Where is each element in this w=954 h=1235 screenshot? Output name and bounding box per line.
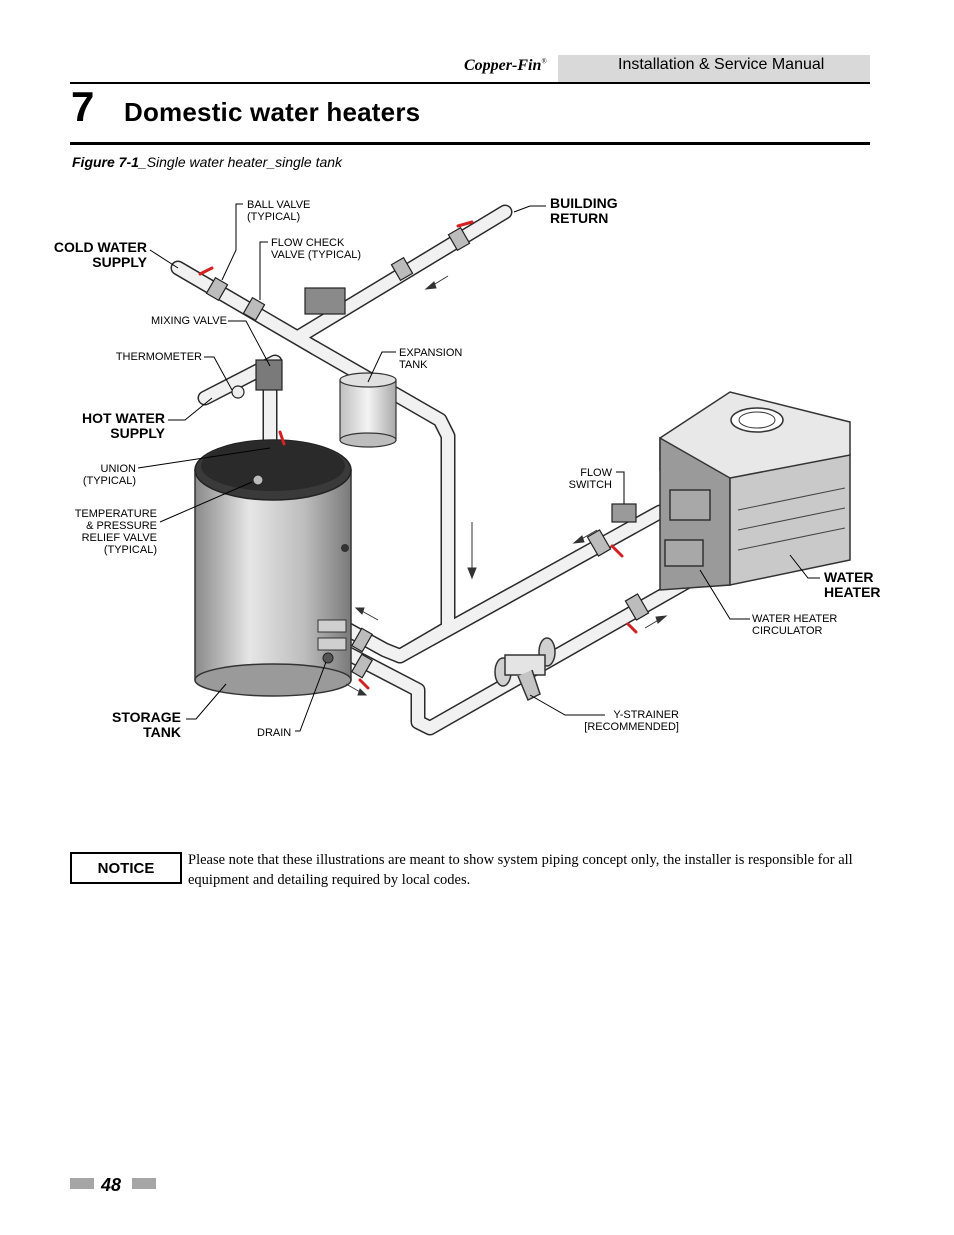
leader-water-heater [789,554,820,579]
footer-bar-left [70,1178,94,1189]
leader-union [137,447,271,469]
leader-expansion-tank [367,351,396,383]
leader-flow-switch [616,471,625,504]
storage-tank-shape [194,439,352,697]
figure-caption: Figure 7-1_Single water heater_single ta… [72,154,343,170]
label-drain: DRAIN [257,727,292,739]
leader-hot-water [168,397,213,421]
expansion-tank-shape [339,372,397,448]
leader-building-return [513,205,546,213]
notice-badge: NOTICE [70,852,182,884]
leader-mixing-valve [228,320,271,367]
header-rule [70,82,870,84]
title-rule [70,142,870,145]
leader-y-strainer [529,694,605,716]
footer-bar-right [132,1178,156,1189]
label-mixing-valve: MIXING VALVE [150,315,227,327]
leader-circulator [699,569,750,620]
leader-ball-valve [221,203,243,281]
brand-logo: Copper-Fin® [464,57,547,74]
label-thermometer: THERMOMETER [115,351,202,363]
piping-diagram [137,203,851,736]
leader-drain [295,661,327,732]
manual-title: Installation & Service Manual [618,56,825,73]
leader-tp-valve [159,481,253,523]
leader-thermometer [204,356,233,391]
water-heater-shape [659,391,851,591]
label-tp-relief-valve: TEMPERATURE& PRESSURE RELIEF VALVE(TYPIC… [74,508,157,556]
header-bar [558,55,870,83]
notice-text: Please note that these illustrations are… [188,852,853,888]
y-strainer-shape [494,637,556,702]
leader-flow-check [259,241,268,300]
label-ball-valve: BALL VALVE(TYPICAL) [247,199,311,223]
leader-cold-water [149,249,179,269]
label-y-strainer: Y-STRAINER[RECOMMENDED] [584,709,679,733]
chapter-number: 7 [71,83,95,130]
leader-storage-tank [186,683,227,720]
chapter-title: Domestic water heaters [124,97,421,127]
label-union: UNION(TYPICAL) [82,463,136,487]
page-number: 48 [101,1175,122,1195]
